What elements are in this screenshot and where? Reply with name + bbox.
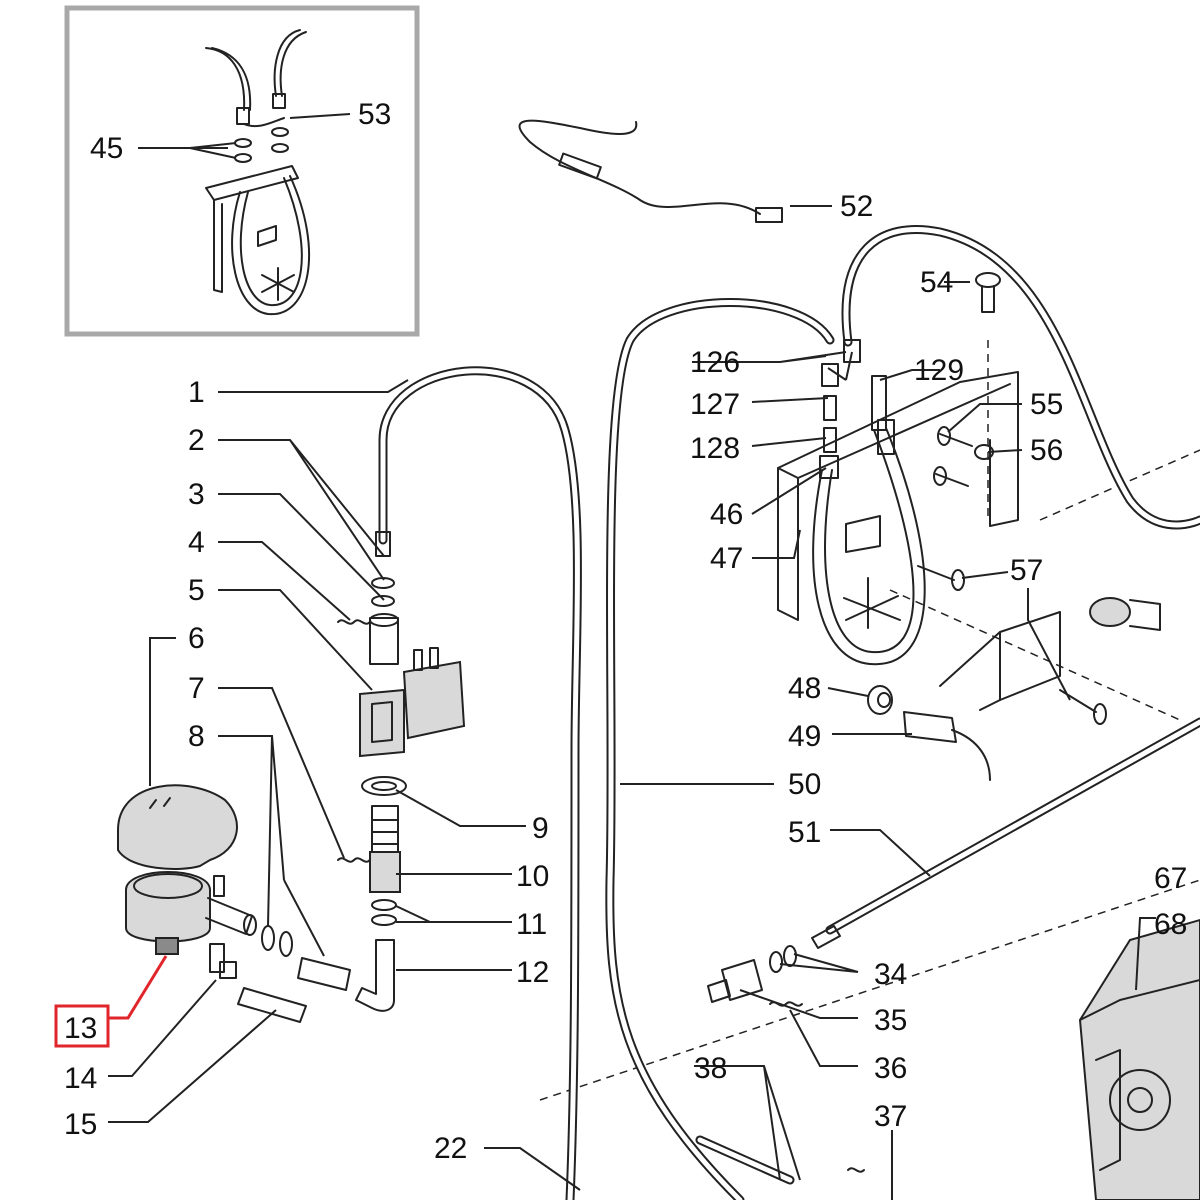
label-34: 34	[874, 958, 907, 991]
part-13-highlight	[54, 955, 168, 1048]
label-46: 46	[710, 498, 743, 531]
label-49: 49	[788, 720, 821, 753]
flowmeter-assembly	[117, 784, 351, 1023]
label-126: 126	[690, 346, 740, 379]
label-6: 6	[188, 622, 205, 655]
label-53: 53	[358, 98, 391, 131]
part-labels: 1 2 3 4 5 6 7 8 9 10 11 12 13 14 15 22 3…	[64, 266, 1187, 1165]
tube-1	[378, 366, 582, 1200]
label-14: 14	[64, 1062, 97, 1095]
valve-assembly	[337, 531, 466, 1012]
label-4: 4	[188, 526, 205, 559]
label-12: 12	[516, 956, 549, 989]
label-1: 1	[188, 376, 205, 409]
label-127: 127	[690, 388, 740, 421]
tube-51	[811, 717, 1200, 949]
label-15: 15	[64, 1108, 97, 1141]
label-57: 57	[1010, 554, 1043, 587]
heater-assembly	[777, 272, 1161, 781]
label-35: 35	[874, 1004, 907, 1037]
label-38: 38	[694, 1052, 727, 1085]
inset-detail: 45 53	[64, 5, 420, 337]
label-2: 2	[188, 424, 205, 457]
label-129: 129	[914, 354, 964, 387]
tube-50	[605, 298, 835, 1200]
label-67: 67	[1154, 862, 1187, 895]
label-10: 10	[516, 860, 549, 893]
label-8: 8	[188, 720, 205, 753]
label-47: 47	[710, 542, 743, 575]
label-68: 68	[1154, 908, 1187, 941]
label-5: 5	[188, 574, 205, 607]
label-54: 54	[920, 266, 953, 299]
label-37: 37	[874, 1100, 907, 1133]
label-52: 52	[840, 190, 873, 223]
label-56: 56	[1030, 434, 1063, 467]
label-36: 36	[874, 1052, 907, 1085]
label-9: 9	[532, 812, 549, 845]
tube-upper-right	[841, 224, 1200, 530]
label-3: 3	[188, 478, 205, 511]
label-51: 51	[788, 816, 821, 849]
leader-lines	[108, 281, 1156, 1200]
label-48: 48	[788, 672, 821, 705]
label-13: 13	[64, 1012, 97, 1045]
pump-body	[1078, 918, 1200, 1200]
lower-fittings	[707, 945, 865, 1173]
label-45: 45	[90, 132, 123, 165]
label-11: 11	[516, 908, 547, 941]
tube-38	[695, 1135, 795, 1185]
label-7: 7	[188, 672, 205, 705]
cable-52: 52	[518, 119, 873, 223]
label-128: 128	[690, 432, 740, 465]
label-22: 22	[434, 1132, 467, 1165]
label-50: 50	[788, 768, 821, 801]
label-55: 55	[1030, 388, 1063, 421]
